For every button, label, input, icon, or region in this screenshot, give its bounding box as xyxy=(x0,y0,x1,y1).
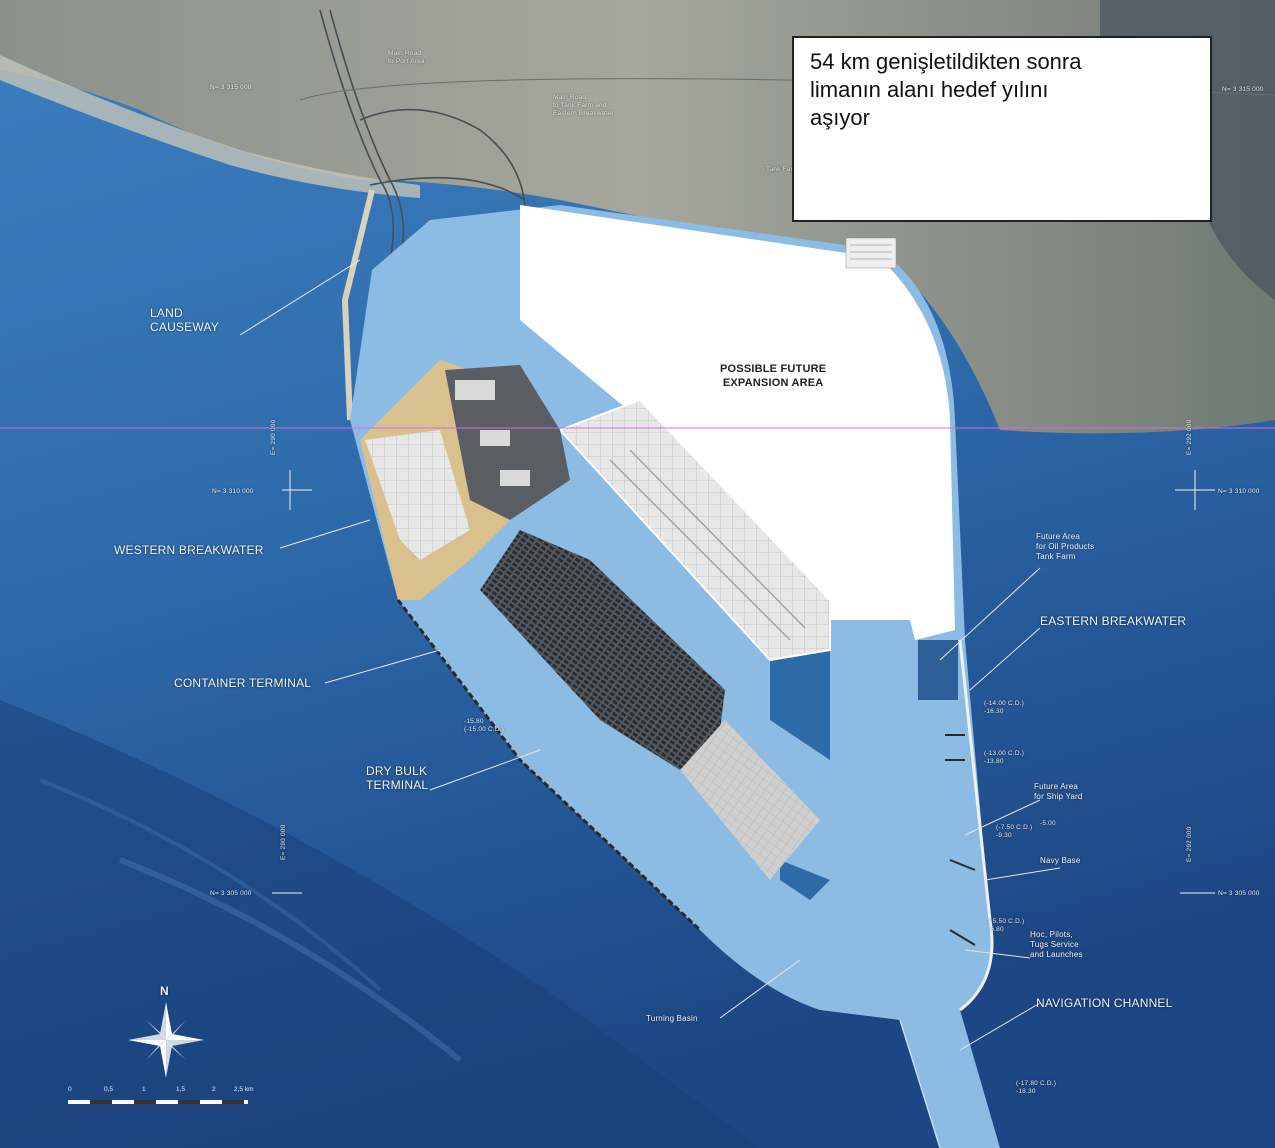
label-western-breakwater: WESTERN BREAKWATER xyxy=(114,543,264,557)
depth-label-2: (-13.00 C.D.)-13.80 xyxy=(984,750,1025,765)
legend-stamp xyxy=(845,237,897,269)
label-navigation-channel: NAVIGATION CHANNEL xyxy=(1036,996,1173,1010)
scale-tick: 0 xyxy=(68,1086,72,1093)
grid-e-290-a: E= 290 000 xyxy=(270,419,277,455)
grid-n-3310-left: N= 3 310 000 xyxy=(212,488,254,495)
compass-north-label: N xyxy=(160,984,169,998)
callout-line: aşıyor xyxy=(810,105,870,130)
depth-label-4: (-5.50 C.D.)-6.80 xyxy=(988,918,1025,933)
grid-n-3315-right: N= 3 315 000 xyxy=(1222,86,1264,93)
scale-tick: 1,5 xyxy=(176,1086,186,1093)
grid-e-292-b: E= 292 000 xyxy=(1186,826,1193,862)
dry-bulk-terminal xyxy=(680,720,820,880)
depth-label-5: -15.80(-15.00 C.D.) xyxy=(464,718,505,733)
scale-tick: 2,5 km xyxy=(234,1086,254,1093)
leader-lines xyxy=(239,259,1061,1051)
expansion-area xyxy=(520,205,955,640)
deep-water xyxy=(0,700,760,1148)
grid-e-290-b: E= 290 000 xyxy=(280,824,287,860)
scale-tick: 0,5 xyxy=(104,1086,114,1093)
container-terminal xyxy=(480,530,725,770)
depth-label-6: (-17.80 C.D.)-18.30 xyxy=(1016,1080,1057,1095)
label-turning-basin: Turning Basin xyxy=(646,1014,698,1023)
grid-marks xyxy=(272,470,1215,894)
label-eastern-breakwater: EASTERN BREAKWATER xyxy=(1040,614,1187,628)
compass-rose xyxy=(128,1002,204,1078)
label-tank-farm-top: Tank Farm xyxy=(766,166,799,173)
depth-label-3b: -5.00 xyxy=(1040,820,1056,827)
label-navy-base: Navy Base xyxy=(1040,856,1081,865)
depth-label-1: (-14.00 C.D.)-16.30 xyxy=(984,700,1025,715)
east-basin xyxy=(770,640,830,760)
grid-n-3310-right: N= 3 310 000 xyxy=(1218,488,1260,495)
west-basin xyxy=(780,860,830,900)
depth-label-3: (-7.50 C.D.)-9.30 xyxy=(996,824,1033,839)
scale-tick: 2 xyxy=(212,1086,216,1093)
scale-bar: 0 0,5 1 1,5 2 2,5 km xyxy=(62,1086,262,1104)
scale-tick: 1 xyxy=(142,1086,146,1093)
callout-line: 54 km genişletildikten sonra xyxy=(810,49,1082,74)
callout-line: limanın alanı hedef yılını xyxy=(810,77,1049,102)
grid-n-3305-right: N= 3 305 000 xyxy=(1218,890,1260,897)
grid-e-292-a: E= 292 000 xyxy=(1186,419,1193,455)
grid-n-3305-left: N= 3 305 000 xyxy=(210,890,252,897)
callout-box: 54 km genişletildikten sonra limanın ala… xyxy=(792,36,1212,222)
label-container-terminal: CONTAINER TERMINAL xyxy=(174,676,312,690)
buildings-west xyxy=(365,430,470,560)
causeway xyxy=(341,189,375,421)
east-pier xyxy=(558,398,831,662)
scale-bar-graphic xyxy=(68,1100,248,1104)
grid-n-3315-left: N= 3 315 000 xyxy=(210,84,252,91)
